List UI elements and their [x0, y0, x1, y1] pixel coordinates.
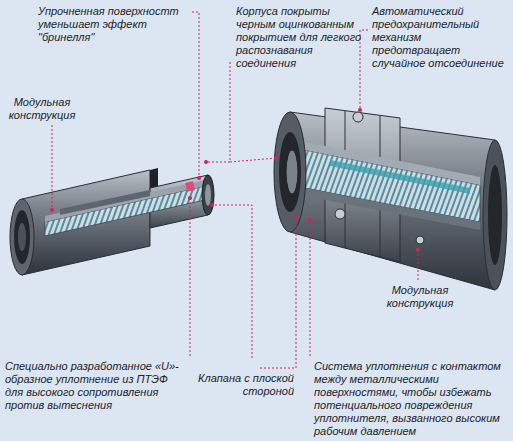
callout-text: Клапана с плоской стороной: [194, 372, 294, 398]
callout-text: Специально разработанное «U»-образное уп…: [5, 360, 187, 412]
callout-text: Упрочненная поверхностт уменьшает эффект…: [38, 5, 190, 44]
plug-half: [10, 168, 214, 275]
callout-text: Корпуса покрыты черным оцинкованным покр…: [236, 5, 364, 70]
callout-text: Модульная конструкция: [384, 284, 456, 310]
leader-dots: [50, 108, 420, 252]
leader-lines: [52, 12, 418, 368]
coupler-half: [274, 108, 507, 290]
callout-text: Система уплотнения с контактом между мет…: [314, 360, 508, 438]
callout-text: Автоматический предохранительный механиз…: [372, 5, 506, 70]
callout-text: Модульная конструкция: [6, 96, 78, 122]
